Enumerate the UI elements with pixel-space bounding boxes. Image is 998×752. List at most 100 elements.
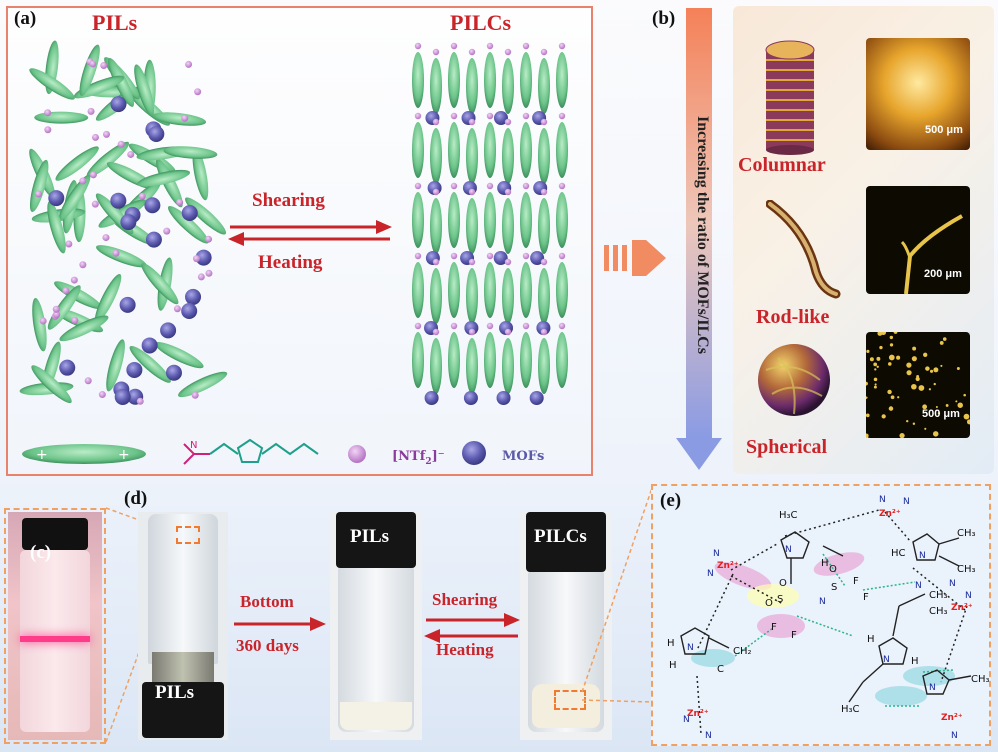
lc-molecule: [556, 122, 568, 178]
pom-dot: [869, 357, 874, 362]
lc-molecule: [156, 158, 183, 208]
pom-dot: [957, 402, 963, 408]
rodlike-pom-image: [866, 186, 970, 294]
pom-dot: [933, 367, 939, 373]
pom-dot: [888, 362, 892, 366]
pom-dot: [966, 419, 970, 425]
zn-4: Zn²⁺: [687, 709, 709, 719]
o-3: O: [829, 564, 837, 575]
anion-particle: [185, 60, 193, 68]
laser-line: [20, 636, 90, 642]
mof-icon: [462, 441, 486, 465]
spherical-scale: 500 μm: [922, 408, 960, 420]
mof-particle: [110, 96, 127, 113]
anion-particle: [504, 188, 512, 196]
svg-text:N: N: [713, 549, 720, 559]
anion-particle: [117, 140, 125, 148]
mof-particle: [493, 251, 508, 265]
pils-title: PILs: [92, 10, 138, 35]
mof-particle: [424, 391, 439, 405]
anion-particle: [468, 118, 476, 126]
lc-molecule: [108, 58, 135, 107]
pom-dot: [963, 413, 970, 420]
anion-particle: [44, 109, 52, 117]
anion-particle: [173, 305, 181, 313]
anion-particle: [486, 322, 494, 330]
pom-dot: [935, 405, 938, 408]
vial-1-label: PILs: [155, 682, 195, 703]
lc-molecule: [29, 159, 49, 213]
a-to-b-arrow: [604, 240, 666, 276]
lc-molecule: [137, 169, 190, 187]
lc-molecule: [192, 147, 209, 201]
vial-1-zoom-box: [176, 526, 200, 544]
anion-particle: [414, 112, 422, 120]
disordered-pils-cluster: [19, 40, 228, 405]
mof-particle: [195, 249, 212, 266]
svg-text:N: N: [707, 569, 714, 579]
anion-particle: [450, 252, 458, 260]
lc-molecule: [484, 262, 496, 318]
anion-particle: [450, 42, 458, 50]
anion-particle: [89, 171, 97, 179]
lc-molecule: [520, 332, 532, 388]
mof-particle: [530, 251, 545, 265]
mof-particle: [185, 288, 202, 305]
pom-dot: [906, 370, 912, 376]
bottom-arrow: [234, 617, 326, 631]
pom-dot: [911, 356, 917, 362]
lc-molecule: [129, 345, 171, 383]
anion-particle: [193, 255, 201, 263]
anion-particle: [136, 397, 144, 405]
anion-particle: [100, 61, 108, 69]
lc-molecule: [448, 332, 460, 388]
lc-molecule: [448, 262, 460, 318]
vial-2-label: PILs: [350, 526, 390, 547]
pom-dot: [912, 422, 916, 425]
anion-particle: [468, 328, 476, 336]
pom-dot: [924, 427, 927, 430]
anion-particle: [112, 249, 120, 257]
pom-dot: [897, 396, 900, 399]
anion-particle: [486, 252, 494, 260]
heating-d-label: Heating: [436, 640, 494, 659]
anion-particle: [450, 182, 458, 190]
spherical-pom-image: [866, 332, 970, 438]
shearing-label: Shearing: [252, 190, 325, 211]
mof-particle: [145, 231, 162, 248]
anion-particle: [522, 322, 530, 330]
anion-particle: [103, 130, 111, 138]
lc-molecule: [55, 146, 99, 181]
lc-molecule: [73, 75, 125, 99]
vial-3-photo: [520, 512, 612, 740]
heating-label: Heating: [258, 252, 323, 273]
svg-text:N: N: [903, 497, 910, 507]
lc-molecule: [430, 338, 442, 394]
pom-dot: [929, 369, 934, 373]
lc-molecule: [448, 192, 460, 248]
mof-particle: [181, 302, 198, 319]
anion-particle: [414, 182, 422, 190]
days-label: 360 days: [236, 636, 299, 655]
anion-particle: [87, 107, 95, 115]
pom-dot: [925, 366, 930, 371]
ch3-4: CH₃: [929, 606, 948, 617]
mof-particle: [126, 361, 143, 378]
lc-molecule: [520, 262, 532, 318]
anion-particle: [44, 126, 52, 134]
lc-molecule: [141, 263, 179, 305]
panel-c-label: (c): [30, 542, 52, 563]
pom-dot: [937, 412, 941, 415]
pom-dot: [922, 404, 928, 410]
heating-arrow: [228, 232, 390, 246]
pom-dot: [887, 389, 892, 395]
anion-particle: [62, 287, 70, 295]
pom-dot: [889, 343, 894, 347]
anion-particle: [558, 42, 566, 50]
anion-particle: [65, 240, 73, 248]
bottom-label: Bottom: [240, 592, 294, 611]
lc-molecule: [538, 58, 550, 114]
lc-molecule: [466, 58, 478, 114]
svg-text:N: N: [965, 591, 972, 601]
mof-particle: [463, 391, 478, 405]
